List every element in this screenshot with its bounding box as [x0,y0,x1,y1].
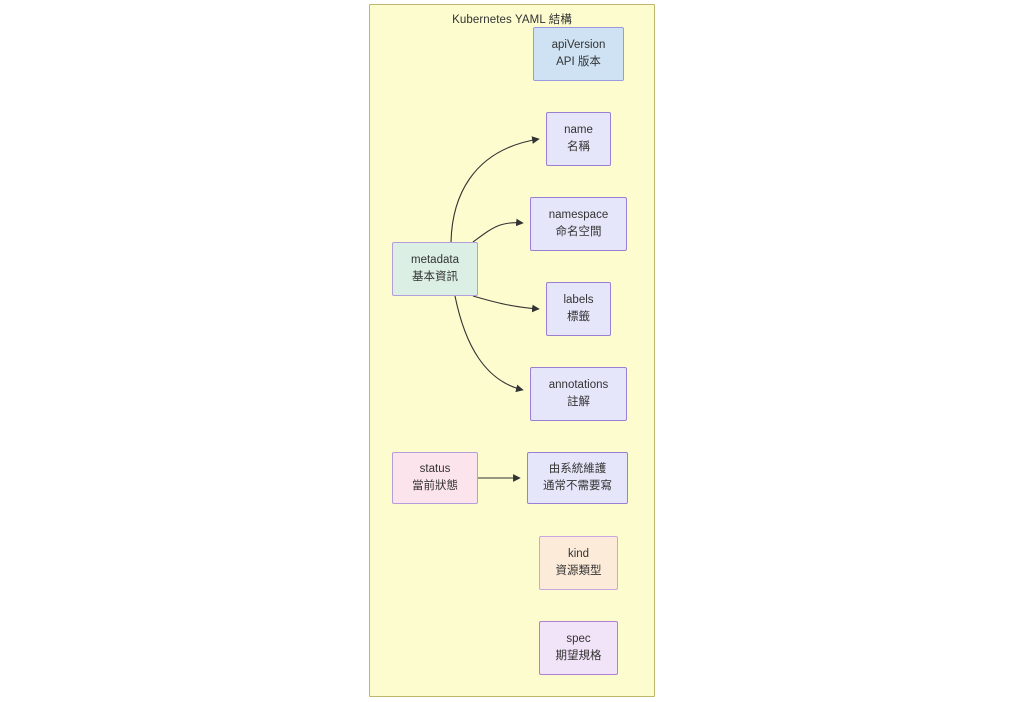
node-namespace[interactable]: namespace 命名空間 [530,197,627,251]
node-metadata-line1: metadata [411,254,459,267]
node-name-line1: name [564,124,593,137]
node-apiversion-line2: API 版本 [556,56,601,68]
node-labels-line1: labels [563,294,594,307]
node-annotations-line2: 註解 [567,396,590,408]
node-kind-line2: 資源類型 [555,565,602,577]
node-apiversion-line1: apiVersion [551,39,606,52]
node-status-note-line1: 由系統維護 [548,463,607,476]
node-status-line2: 當前狀態 [412,480,458,492]
node-status[interactable]: status 當前狀態 [392,452,478,504]
cluster-title: Kubernetes YAML 結構 [452,14,572,26]
node-annotations[interactable]: annotations 註解 [530,367,627,421]
node-metadata[interactable]: metadata 基本資訊 [392,242,478,296]
node-status-note[interactable]: 由系統維護 通常不需要寫 [527,452,628,504]
node-namespace-line1: namespace [548,209,609,222]
node-spec-line2: 期望規格 [555,650,602,662]
node-metadata-line2: 基本資訊 [412,271,458,283]
node-namespace-line2: 命名空間 [555,226,602,238]
node-spec[interactable]: spec 期望規格 [539,621,618,675]
node-spec-line1: spec [566,633,591,646]
cluster-kubernetes-yaml: Kubernetes YAML 結構 [369,4,655,697]
node-kind[interactable]: kind 資源類型 [539,536,618,590]
node-kind-line1: kind [567,548,590,561]
node-labels[interactable]: labels 標籤 [546,282,611,336]
node-status-note-line2: 通常不需要寫 [543,480,612,492]
node-name[interactable]: name 名稱 [546,112,611,166]
node-name-line2: 名稱 [567,141,590,153]
node-annotations-line1: annotations [548,379,609,392]
node-status-line1: status [419,463,451,476]
node-labels-line2: 標籤 [567,311,590,323]
node-apiversion[interactable]: apiVersion API 版本 [533,27,624,81]
